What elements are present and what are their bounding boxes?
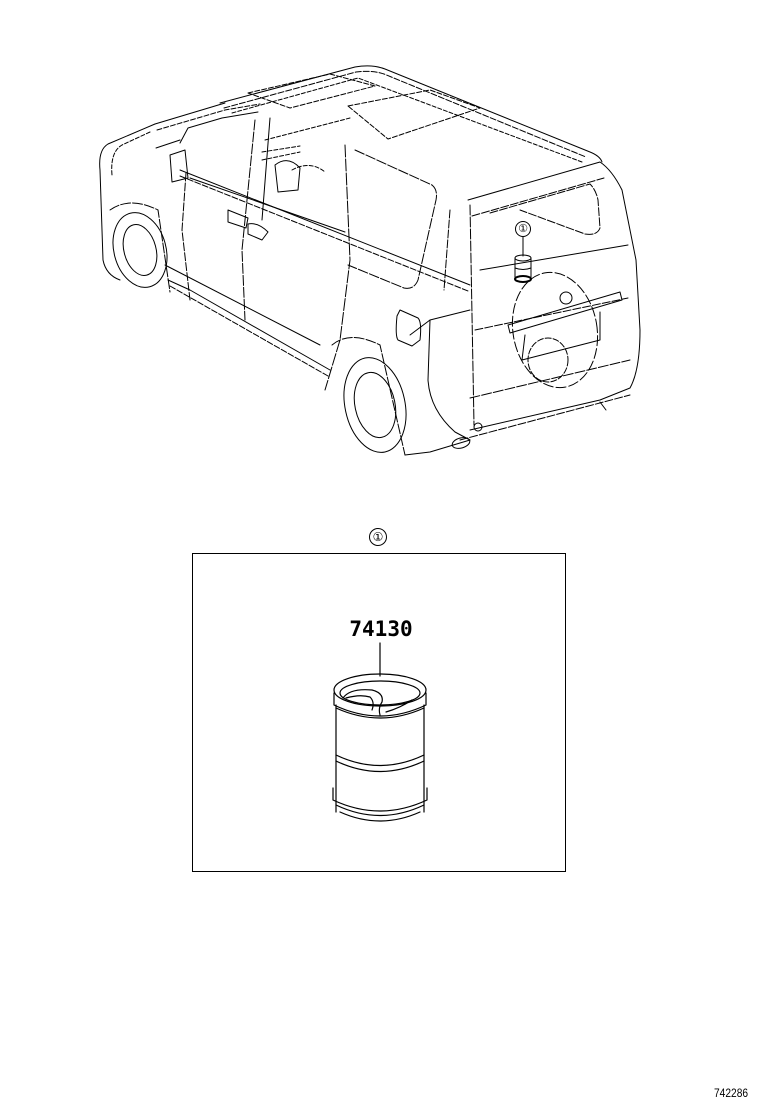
part-number-label[interactable]: 74130: [349, 617, 413, 641]
detail-view-frame: [192, 553, 566, 872]
detail-callout-marker: ①: [369, 528, 387, 546]
vehicle-callout-marker: ①: [515, 221, 531, 237]
figure-id: 742286: [713, 1086, 748, 1100]
